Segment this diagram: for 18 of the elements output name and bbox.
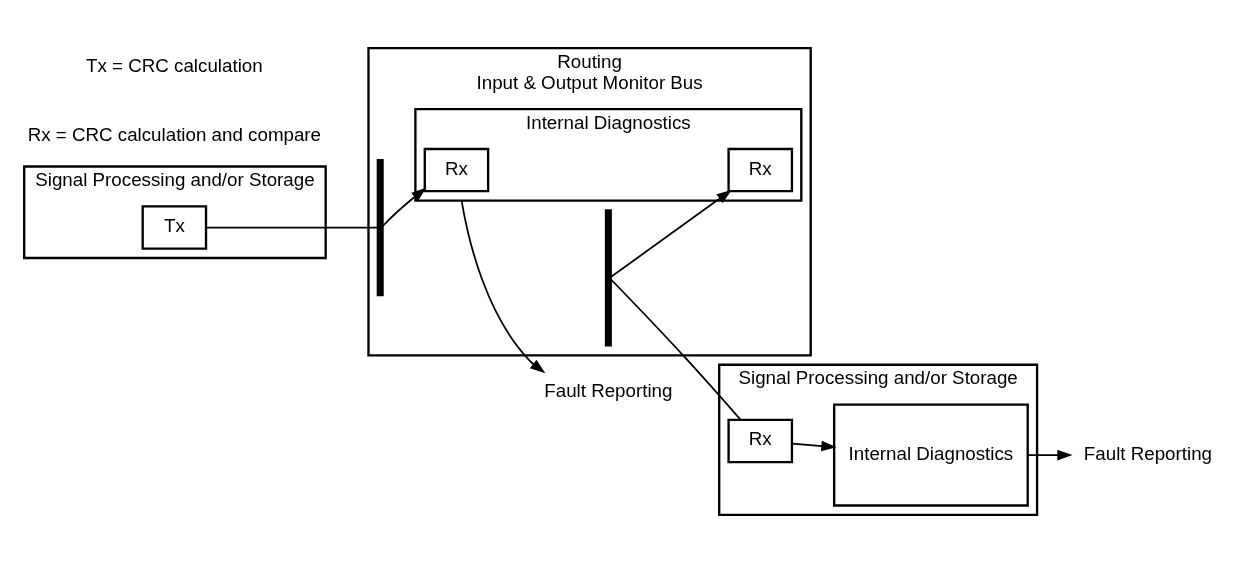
node-bar bbox=[604, 208, 612, 347]
arrow bbox=[381, 187, 427, 227]
label: Tx = CRC calculation bbox=[86, 54, 263, 76]
arrow bbox=[460, 199, 546, 373]
arrow bbox=[791, 440, 837, 451]
node-box: Internal Diagnostics bbox=[833, 403, 1029, 507]
arrow bbox=[1026, 449, 1073, 460]
node-box: Rx bbox=[423, 147, 490, 192]
node-box: Tx bbox=[141, 204, 208, 250]
node-box: Rx bbox=[727, 147, 794, 192]
connector bbox=[205, 226, 379, 228]
connector bbox=[610, 278, 742, 420]
arrow bbox=[610, 189, 732, 278]
label: Rx = CRC calculation and compare bbox=[27, 123, 322, 145]
node-bar bbox=[376, 158, 384, 296]
node-text: Fault Reporting bbox=[544, 379, 673, 401]
node-text: Fault Reporting bbox=[1083, 442, 1213, 464]
node-box: Rx bbox=[727, 418, 794, 463]
